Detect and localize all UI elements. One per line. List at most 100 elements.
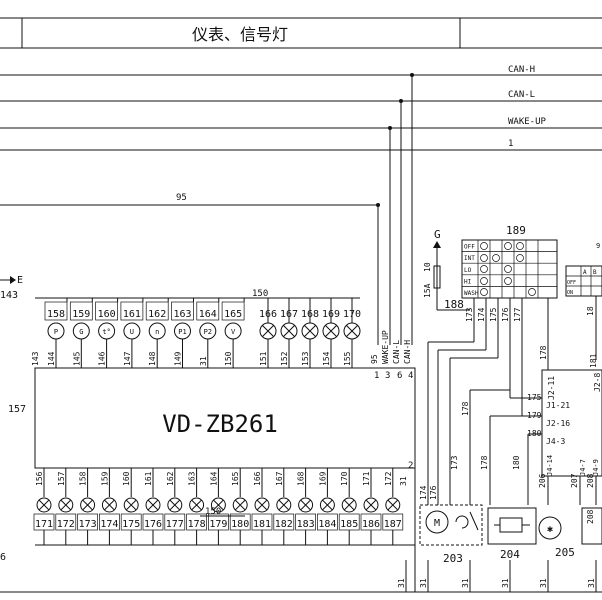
connector-bottom-j4-7: J4-7 (579, 459, 587, 476)
connector-bottom-j4-9: J4-9 (592, 459, 600, 476)
gauge-num: 158 (47, 309, 65, 320)
partial-switch: A B OFF ON 18 9 (565, 242, 602, 360)
label-150-bottom: 150 (205, 507, 221, 517)
can-pin-num-3: 3 (385, 371, 390, 381)
bottom-lamp-top-num: 168 (297, 471, 306, 486)
gauge-symbol: n (155, 328, 159, 336)
bottom-lamp-187: 172 187 (382, 468, 404, 545)
top-lamp-pin: 151 (259, 351, 268, 366)
gauge-num: 160 (98, 309, 116, 320)
fuse-num: 188 (444, 298, 464, 311)
bottom-lamp-num: 173 (79, 519, 97, 530)
top-lamp-167: 167 152 (280, 298, 298, 368)
can-pin-can-l: CAN-L (392, 340, 401, 364)
bottom-lamp-num: 187 (384, 519, 402, 530)
bottom-lamp-top-num: 163 (188, 471, 197, 486)
can-pin-wake-up: WAKE-UP (381, 330, 390, 364)
fuse-188: G 10 15A 188 (423, 228, 470, 311)
gauge-pin: 31 (199, 356, 208, 366)
relay-204: 204 178 (480, 455, 537, 561)
wire-31-marker: 31 (399, 476, 408, 486)
ground-label: 31 (539, 578, 548, 588)
washer-pump-205: ✱ 205 (538, 507, 602, 559)
title-block: 仪表、信号灯 (0, 17, 602, 49)
ground-label: 31 (461, 578, 470, 588)
fuse-letter: G (434, 228, 441, 241)
can-pin-num-4: 4 (408, 371, 413, 381)
wire-206: 206 (538, 473, 547, 488)
connector-pin-j4-3: J4-3 (546, 437, 565, 446)
switch-output-wires: 173 178 178 180 206 207 208 208 181 (427, 298, 598, 524)
partial-col-b: B (593, 269, 597, 276)
gauge-symbol: V (231, 328, 236, 336)
bottom-lamp-num: 171 (35, 519, 53, 530)
bus-lines: CAN-H CAN-L WAKE-UP 1 95 (0, 65, 602, 206)
motor-symbol: M (434, 518, 440, 529)
bottom-lamp-top-num: 170 (340, 471, 349, 486)
gauge-num: 161 (123, 309, 141, 320)
wire-208b: 208 (586, 509, 595, 524)
bottom-lamp-num: 186 (362, 519, 380, 530)
bottom-lamp-num: 181 (253, 519, 271, 530)
bottom-lamp-top-num: 172 (384, 471, 393, 486)
connector-bottom-j4-14: J4-14 (546, 455, 554, 476)
motor-wire-174: 174 (419, 485, 428, 500)
wiper-motor-203: M 203 174 176 (419, 485, 483, 565)
wire-178: 178 (461, 401, 470, 416)
wire-207: 207 (570, 473, 579, 488)
left-arrow-label: E (17, 275, 23, 286)
gauge-symbol: t° (102, 328, 110, 336)
switch-num: 189 (506, 224, 526, 237)
ecu-label: VD-ZB261 (162, 410, 278, 438)
fuse-value: 10 (423, 262, 432, 272)
top-lamp-num: 167 (280, 309, 298, 320)
partial-row-on: ON (567, 290, 573, 296)
gauge-pin: 149 (174, 351, 183, 366)
gauge-num: 165 (224, 309, 242, 320)
connector-pin-j2-16: J2-16 (546, 419, 570, 428)
can-pin-95: 95 (370, 354, 379, 364)
switch-row-lo: LO (464, 267, 472, 274)
bus-drops (376, 73, 414, 345)
top-lamp-num: 168 (301, 309, 319, 320)
bottom-lamp-num: 172 (57, 519, 75, 530)
wire-180: 180 (512, 455, 521, 470)
left-bottom-label: 6 (0, 552, 6, 563)
can-pin-labels: 95 WAKE-UP CAN-L CAN-H 1 3 6 4 (370, 330, 413, 381)
motor-wire-176: 176 (429, 485, 438, 500)
top-lamp-num: 169 (322, 309, 340, 320)
can-pin-can-h: CAN-H (403, 340, 412, 364)
left-pin-label: 143 (31, 351, 40, 366)
connector-right-label: J2-8 (593, 373, 602, 392)
top-lamp-pin: 152 (280, 351, 289, 366)
bottom-lamp-top-num: 167 (275, 471, 284, 486)
bottom-lamp-num: 178 (188, 519, 206, 530)
ecu-module: VD-ZB261 157 2 (8, 367, 416, 471)
bottom-indicator-lamps: 1561711571721581731591741601751611761621… (33, 468, 408, 545)
gauge-pin: 148 (148, 351, 157, 366)
connector-pin-j1-21: J1-21 (546, 401, 570, 410)
can-pin-num-6: 6 (397, 371, 402, 381)
motor-num: 203 (443, 552, 463, 565)
left-number-label: 143 (0, 290, 18, 301)
partial-label-18: 18 (586, 306, 595, 316)
bottom-lamp-top-num: 169 (318, 471, 327, 486)
relay-num: 204 (500, 548, 520, 561)
switch-row-hi: HI (464, 278, 472, 285)
